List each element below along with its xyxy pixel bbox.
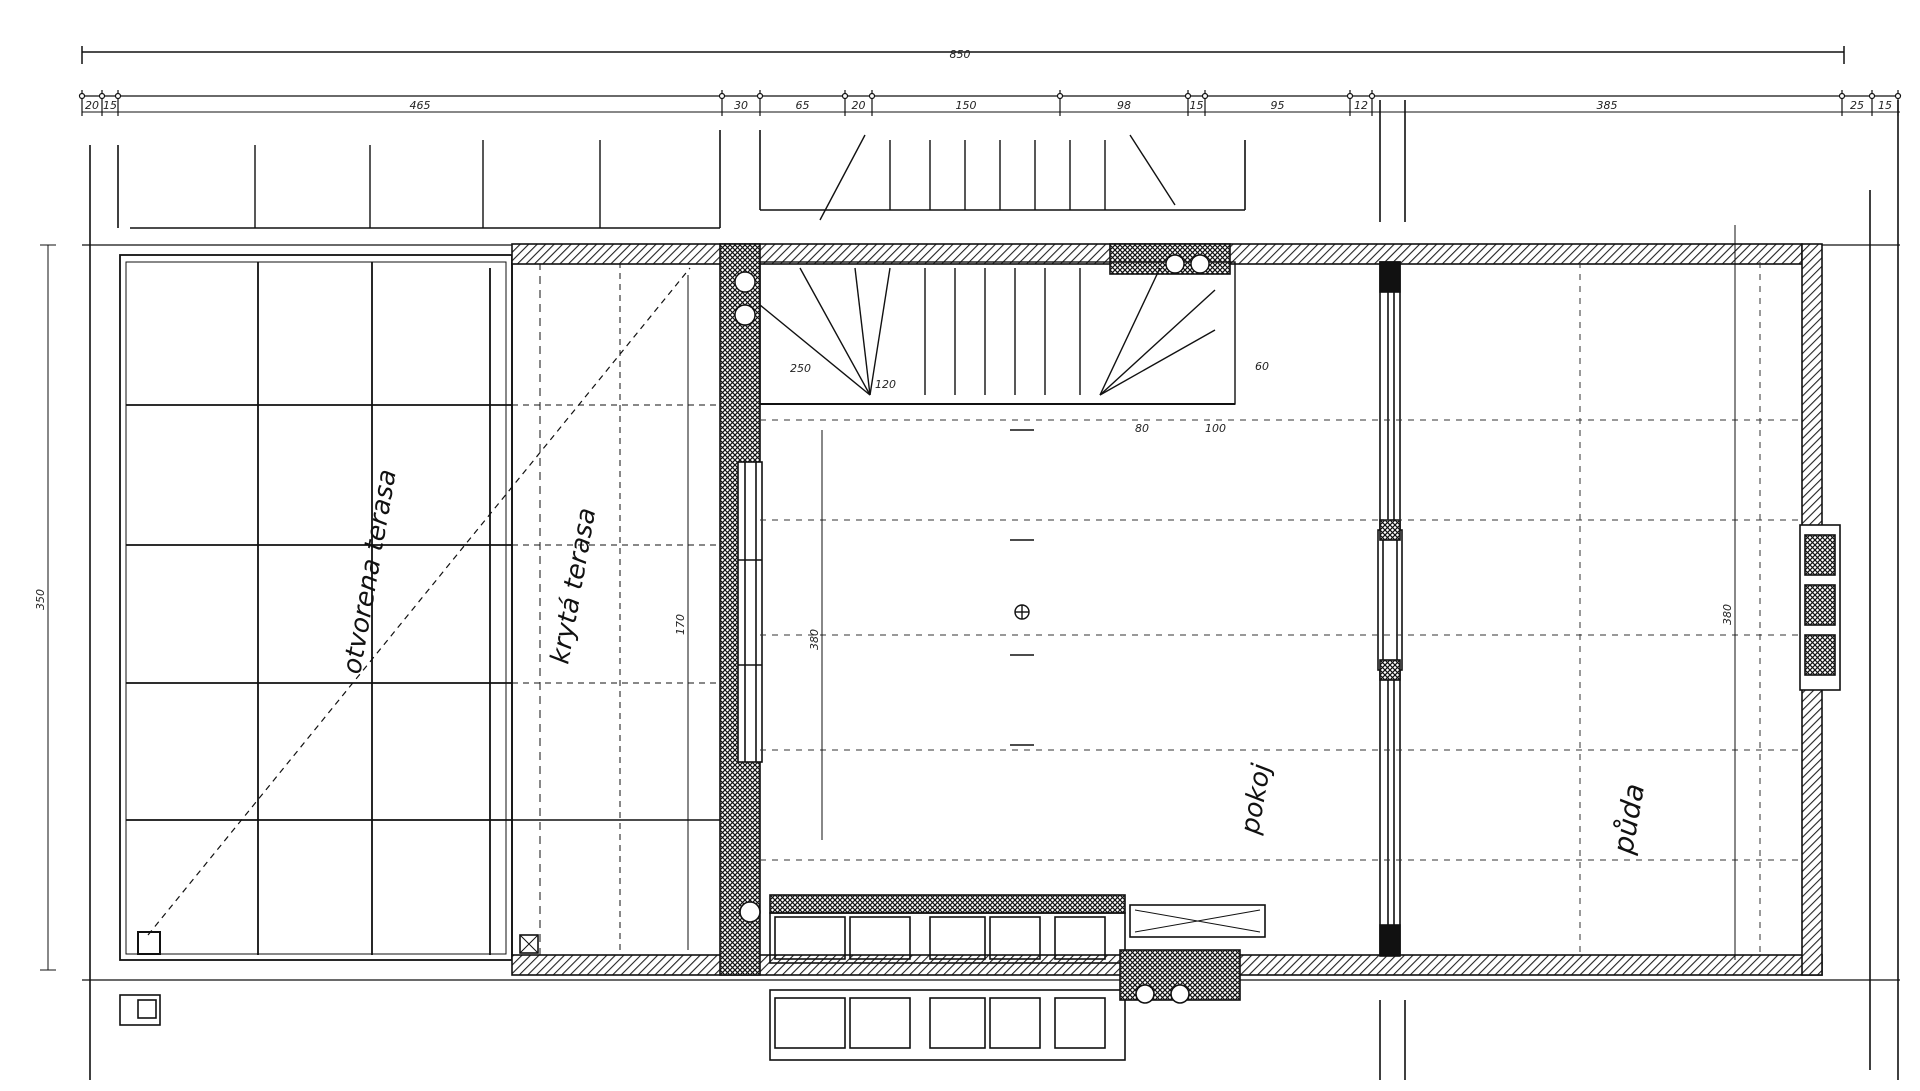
chain-dimension-label: 385 xyxy=(1597,99,1618,112)
attic-height-dimension: 380 xyxy=(1721,604,1734,625)
chain-node xyxy=(1184,92,1192,100)
chain-dimension-label: 12 xyxy=(1354,99,1368,112)
label-room: pokoj xyxy=(1235,761,1277,837)
left-side-dimension: 350 xyxy=(34,589,47,610)
chain-dimension-label: 95 xyxy=(1271,99,1285,112)
chain-dimension-label: 15 xyxy=(103,99,117,112)
chain-dimension-label: 15 xyxy=(1190,99,1204,112)
overall-dimension: 850 xyxy=(81,46,1845,64)
chain-node xyxy=(98,92,106,100)
chain-dimension-label: 15 xyxy=(1878,99,1892,112)
stair-dimensions: 250 120 60 80 100 xyxy=(790,360,1269,435)
side-dimensions: 350 170 380 380 xyxy=(34,225,1736,971)
center-symbol xyxy=(1010,429,1034,746)
label-open-terrace: otvorena terasa xyxy=(337,467,403,676)
covered-terrace-grid xyxy=(511,262,730,955)
room-height-dimension: 170 xyxy=(674,614,687,635)
chain-dimension-label: 30 xyxy=(734,99,748,112)
top-dimension-chain: 20 15 465 30 65 20 150 98 15 95 12 385 25 15 xyxy=(78,90,1902,116)
chain-dimension-label: 20 xyxy=(852,99,866,112)
stair-dimension-label: 80 xyxy=(1135,422,1149,435)
chain-node xyxy=(1056,92,1064,100)
chain-node xyxy=(78,92,86,100)
bottom-service-block xyxy=(119,894,1266,1061)
chain-node xyxy=(114,92,122,100)
open-terrace-grid xyxy=(119,254,691,961)
chain-node xyxy=(756,92,764,100)
chain-node xyxy=(718,92,726,100)
chain-node xyxy=(1838,92,1846,100)
chain-node xyxy=(1894,92,1902,100)
stair-dimension-label: 60 xyxy=(1255,360,1269,373)
stair-dimension-label: 120 xyxy=(875,378,896,391)
chain-dimension-label: 465 xyxy=(410,99,431,112)
chain-node xyxy=(868,92,876,100)
chain-dimension-label: 98 xyxy=(1117,99,1131,112)
label-covered-terrace: krytá terasa xyxy=(545,506,602,667)
room-grid xyxy=(760,262,1800,955)
room-width-dimension: 380 xyxy=(808,629,821,650)
chain-node xyxy=(1868,92,1876,100)
chain-node xyxy=(1346,92,1354,100)
walls xyxy=(511,243,1823,976)
chain-dimension-label: 150 xyxy=(956,99,977,112)
wall-windows xyxy=(737,461,1841,763)
chain-dimension-label: 20 xyxy=(85,99,99,112)
staircase xyxy=(734,254,1236,405)
overall-dimension-label: 850 xyxy=(950,48,971,61)
chain-node xyxy=(1368,92,1376,100)
chain-node xyxy=(841,92,849,100)
stair-dimension-label: 100 xyxy=(1205,422,1226,435)
chain-node xyxy=(1201,92,1209,100)
upper-stair-sketch xyxy=(254,134,1176,228)
label-attic: půda xyxy=(1606,781,1651,857)
chain-dimension-label: 65 xyxy=(796,99,810,112)
chain-dimension-label: 25 xyxy=(1850,99,1864,112)
stair-dimension-label: 250 xyxy=(790,362,811,375)
